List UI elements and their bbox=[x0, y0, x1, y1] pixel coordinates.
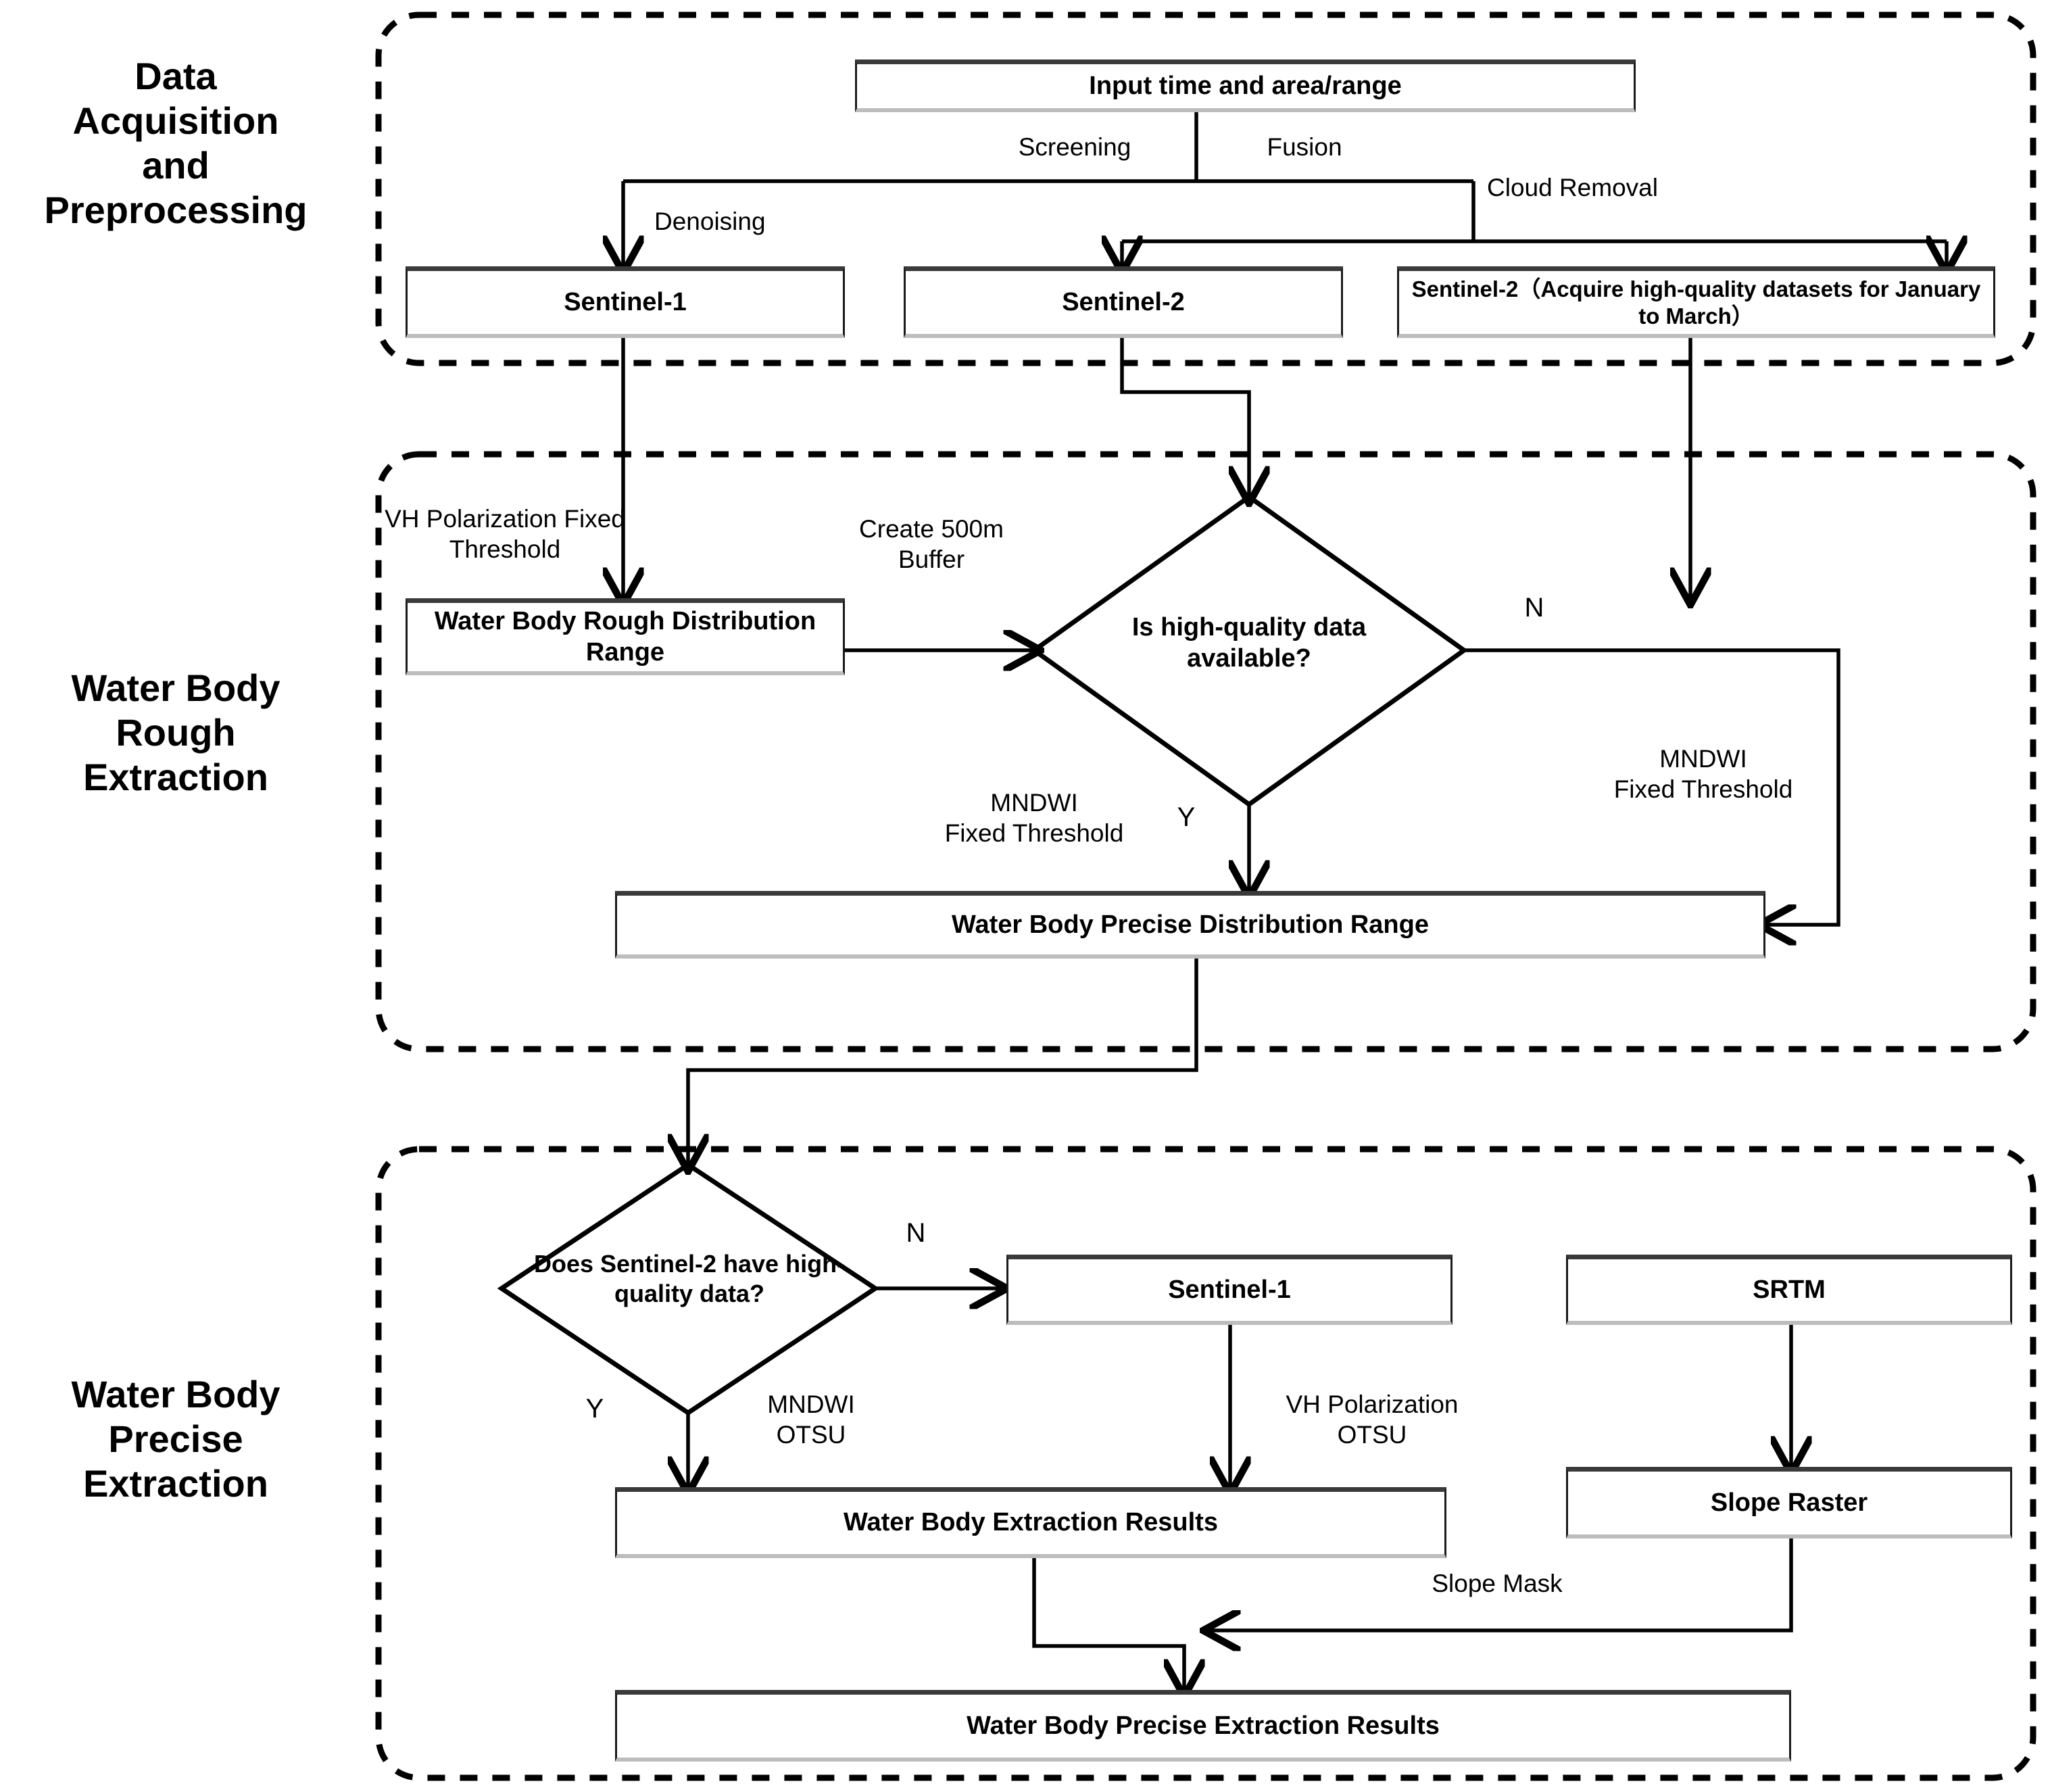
node-rough-range[interactable]: Water Body Rough Distribution Range bbox=[406, 598, 845, 675]
edge-label-screening: Screening bbox=[1018, 133, 1131, 161]
edge-results-to-precise-results bbox=[1032, 1558, 1184, 1690]
node-rough-range-label: Water Body Rough Distribution Range bbox=[434, 606, 816, 667]
decision-s2-diamond bbox=[497, 1161, 880, 1416]
edge-label-branch-y-lower: Y bbox=[585, 1394, 604, 1424]
edge-sentinel2-to-decision bbox=[1120, 338, 1249, 497]
node-sentinel2-a-label: Sentinel-2 bbox=[1062, 287, 1185, 316]
node-srtm-label: SRTM bbox=[1753, 1275, 1826, 1304]
node-input[interactable]: Input time and area/range bbox=[855, 59, 1636, 112]
section-frame-data-acquisition bbox=[375, 11, 2036, 366]
section-frame-rough-extraction bbox=[375, 451, 2036, 1052]
edge-label-branch-y-upper: Y bbox=[1177, 802, 1196, 832]
decision-hq-diamond bbox=[1029, 493, 1469, 808]
node-precise-range-label: Water Body Precise Distribution Range bbox=[952, 910, 1429, 939]
edge-slope-mask bbox=[1210, 1539, 1793, 1630]
edge-decision-no bbox=[1464, 648, 1840, 925]
node-extraction-results-label: Water Body Extraction Results bbox=[844, 1508, 1218, 1537]
node-srtm[interactable]: SRTM bbox=[1566, 1255, 2012, 1325]
node-sentinel1-b-label: Sentinel-1 bbox=[1168, 1275, 1291, 1304]
edge-label-cloud-removal: Cloud Removal bbox=[1487, 174, 1658, 201]
node-sentinel1-a[interactable]: Sentinel-1 bbox=[406, 266, 845, 338]
edge-label-slope-mask: Slope Mask bbox=[1432, 1570, 1563, 1597]
node-sentinel2-hq-label: Sentinel-2（Acquire high-quality datasets… bbox=[1411, 276, 1981, 329]
node-extraction-results[interactable]: Water Body Extraction Results bbox=[615, 1487, 1446, 1558]
node-precise-results[interactable]: Water Body Precise Extraction Results bbox=[615, 1690, 1791, 1762]
node-slope-raster[interactable]: Slope Raster bbox=[1566, 1467, 2012, 1539]
edge-label-branch-n-upper: N bbox=[1524, 593, 1544, 623]
node-slope-raster-label: Slope Raster bbox=[1710, 1488, 1868, 1517]
edge-label-fusion: Fusion bbox=[1267, 133, 1342, 161]
node-precise-results-label: Water Body Precise Extraction Results bbox=[967, 1711, 1440, 1740]
node-sentinel2-a[interactable]: Sentinel-2 bbox=[904, 266, 1343, 338]
node-sentinel1-a-label: Sentinel-1 bbox=[564, 287, 687, 316]
node-precise-range[interactable]: Water Body Precise Distribution Range bbox=[615, 891, 1765, 959]
node-input-label: Input time and area/range bbox=[1089, 71, 1402, 100]
node-sentinel2-hq[interactable]: Sentinel-2（Acquire high-quality datasets… bbox=[1397, 266, 1995, 338]
edge-precise-range-to-decision-s2 bbox=[688, 959, 1198, 1165]
edge-label-denoising: Denoising bbox=[654, 208, 766, 235]
node-sentinel1-b[interactable]: Sentinel-1 bbox=[1006, 1255, 1453, 1325]
section-frame-precise-extraction bbox=[375, 1146, 2036, 1781]
edge-label-branch-n-lower: N bbox=[906, 1218, 926, 1248]
